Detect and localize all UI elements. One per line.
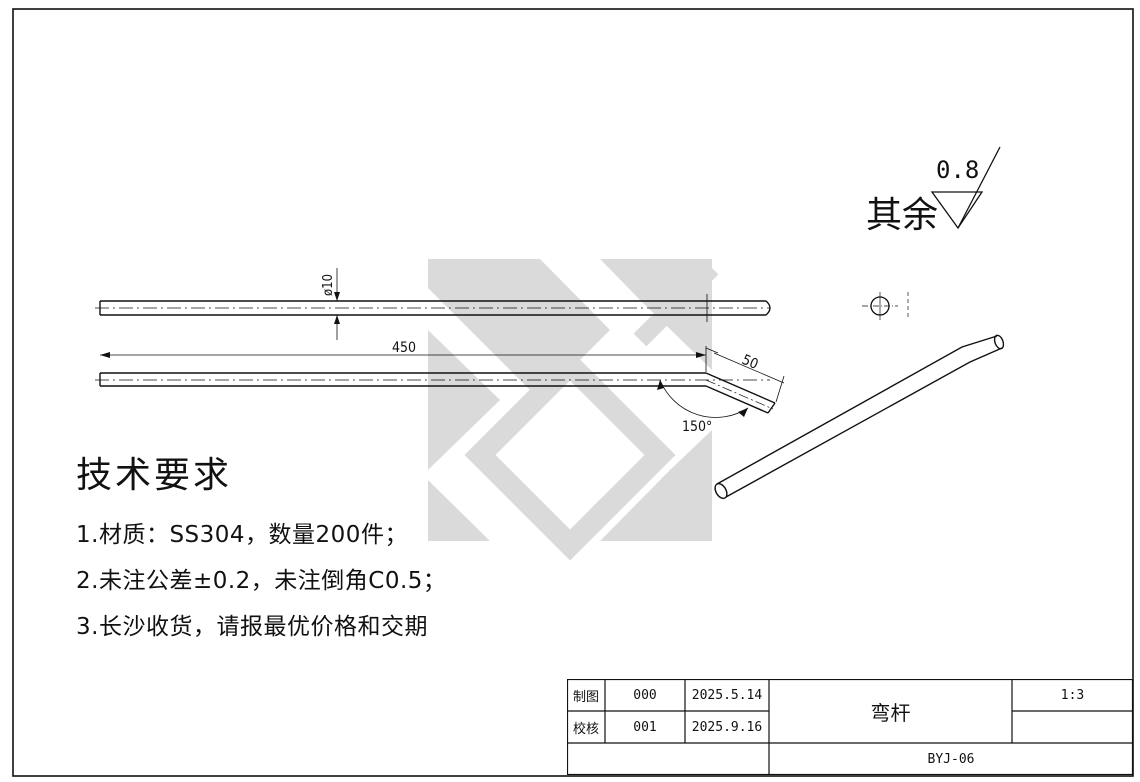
requirement-item: 1.材质：SS304，数量200件； (76, 522, 408, 548)
part-name: 弯杆 (870, 700, 911, 725)
rod-isometric-view (714, 334, 1005, 500)
angle-dimension: 150° (682, 419, 712, 435)
drawn-by-code: 000 (633, 687, 657, 703)
watermark-logo (428, 259, 719, 561)
title-block-grid (567, 679, 1133, 775)
roughness-label: 其余 (866, 195, 939, 236)
drawing-frame (12, 8, 1134, 777)
technical-requirements-title: 技术要求 (76, 455, 233, 496)
roughness-value: 0.8 (936, 156, 980, 184)
length-dimension: 450 (392, 340, 416, 356)
drawn-by-label: 制图 (572, 689, 599, 705)
requirement-item: 3.长沙收货，请报最优价格和交期 (76, 614, 428, 640)
requirement-item: 2.未注公差±0.2，未注倒角C0.5； (76, 568, 447, 594)
roughness-symbol (930, 146, 1001, 230)
diameter-dimension: ø10 (321, 274, 336, 296)
checked-date: 2025.9.16 (691, 719, 763, 735)
checked-by-code: 001 (633, 719, 657, 735)
checked-by-label: 校核 (572, 721, 599, 737)
scale: 1:3 (1060, 687, 1085, 703)
technical-requirements: 技术要求 1.材质：SS304，数量200件； 2.未注公差±0.2，未注倒角C… (76, 446, 446, 650)
rod-top-view (95, 268, 771, 340)
drawing-number: BYJ-06 (927, 751, 975, 767)
title-block: 制图 000 2025.5.14 校核 001 2025.9.16 弯杆 1:3… (567, 679, 1133, 775)
rod-end-view (862, 292, 909, 320)
bend-length-dimension: 50 (739, 352, 760, 373)
rod-front-view (95, 346, 785, 418)
drawn-date: 2025.5.14 (691, 687, 763, 703)
